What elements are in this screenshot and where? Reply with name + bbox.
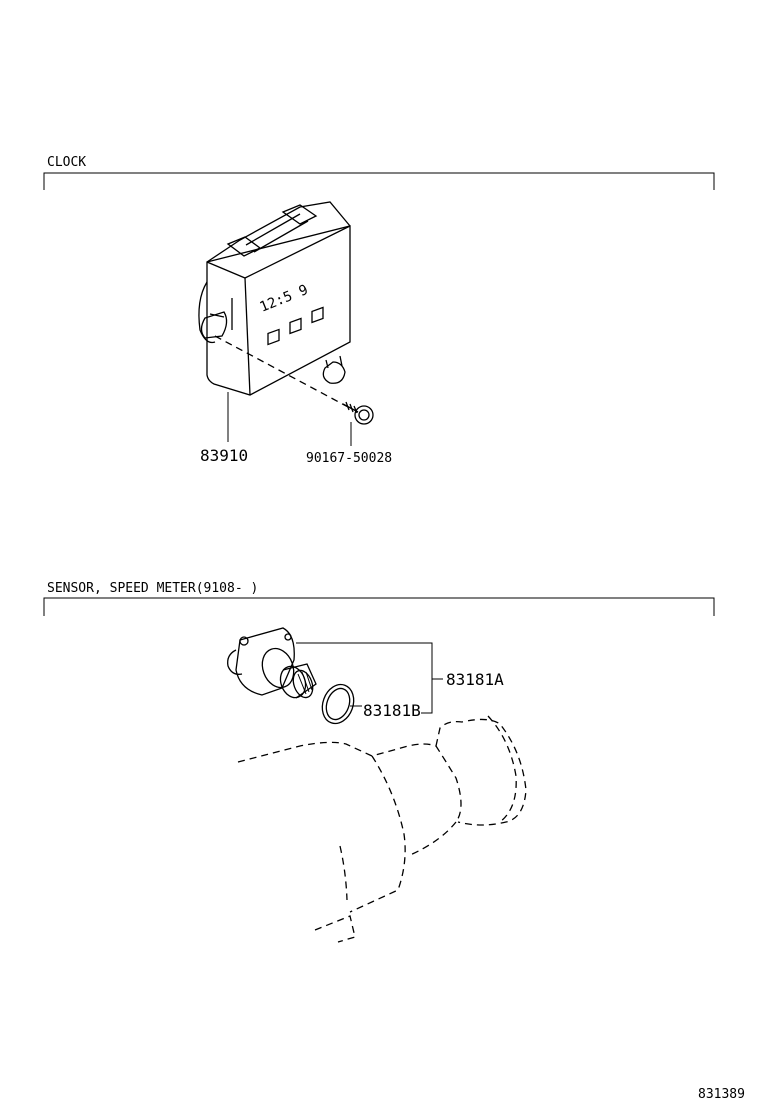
clock-unit[interactable]: 12:5 9 bbox=[198, 201, 351, 396]
clock-section: CLOCK 12:5 9 bbox=[43, 155, 715, 466]
section-title-clock: CLOCK bbox=[47, 155, 86, 170]
transmission-housing bbox=[237, 715, 527, 943]
section-title-speed-sensor: SENSOR, SPEED METER(9108- ) bbox=[47, 581, 258, 596]
o-ring[interactable] bbox=[317, 680, 359, 728]
section-bracket-speed-sensor bbox=[43, 597, 715, 616]
clock-display-text: 12:5 9 bbox=[258, 282, 311, 316]
screw-guide-line bbox=[214, 335, 351, 409]
speed-sensor[interactable] bbox=[227, 627, 317, 701]
figure-id: 831389 bbox=[698, 1087, 745, 1102]
section-bracket-clock bbox=[43, 172, 715, 190]
part-number-90167-50028: 90167-50028 bbox=[306, 451, 392, 466]
speed-sensor-section: SENSOR, SPEED METER(9108- ) 83181A bbox=[43, 581, 715, 943]
leader-83181A bbox=[296, 642, 433, 714]
screw[interactable] bbox=[342, 401, 374, 425]
part-number-83181B: 83181B bbox=[363, 701, 421, 720]
part-number-83181A: 83181A bbox=[446, 670, 504, 689]
part-number-83910: 83910 bbox=[200, 446, 248, 465]
